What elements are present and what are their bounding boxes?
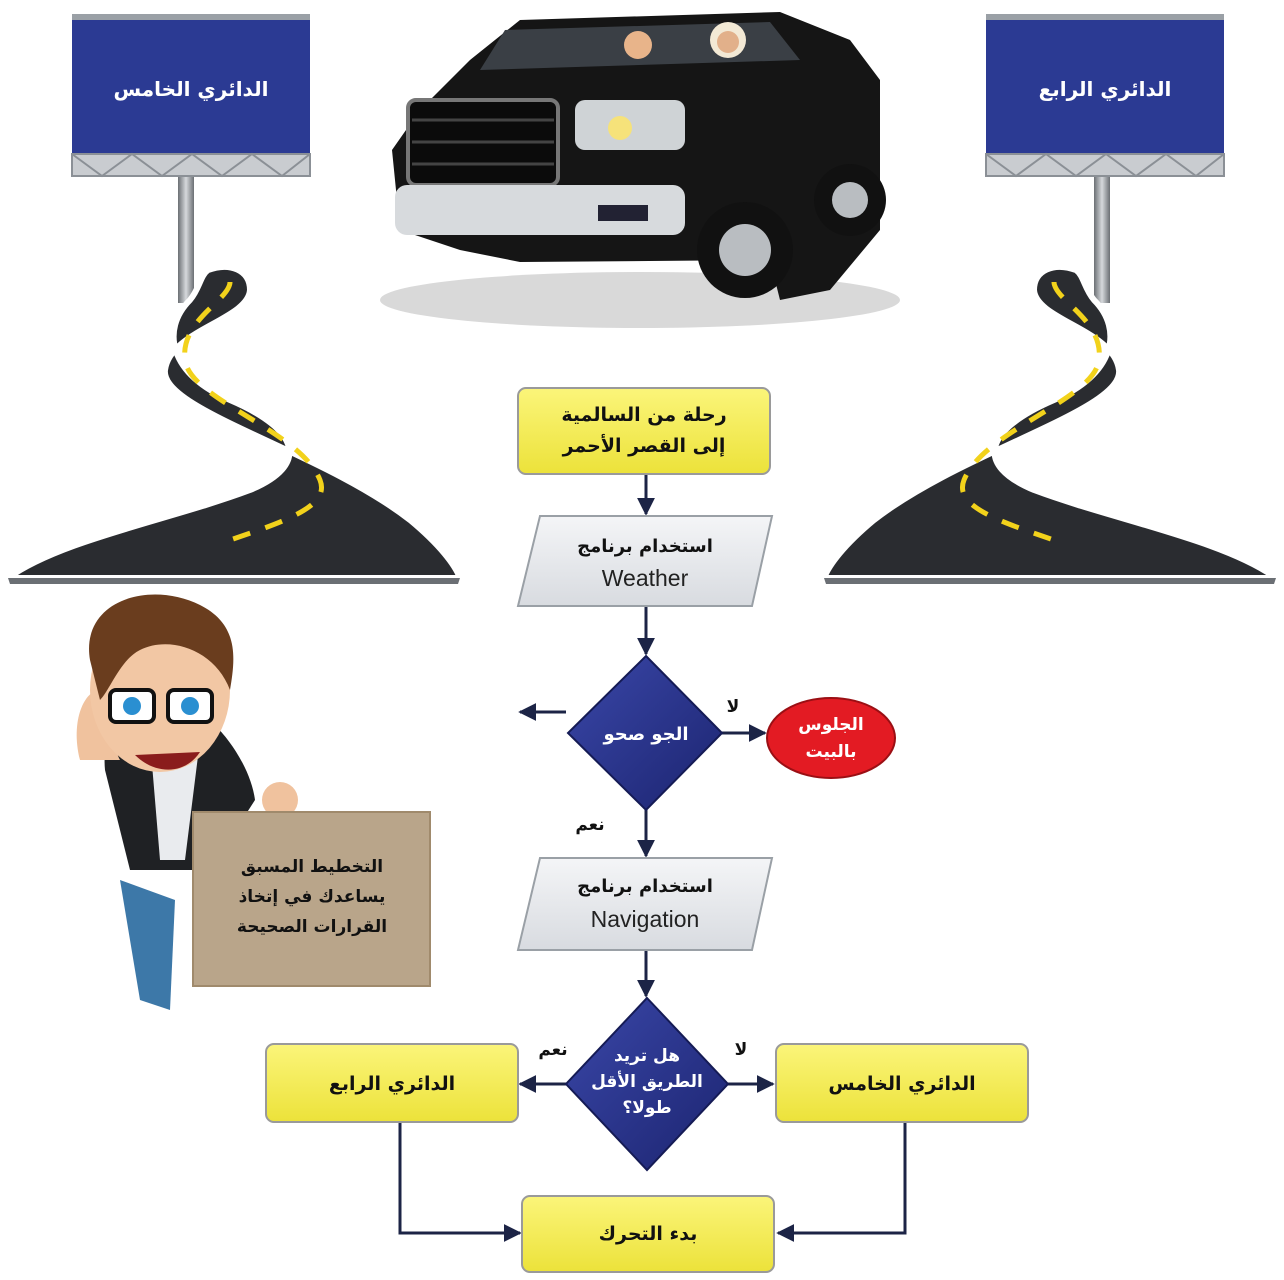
navigation-io-box: استخدام برنامج Navigation <box>516 857 774 951</box>
route-yes-label: نعم <box>538 1040 567 1060</box>
billboard-pole <box>1094 175 1110 303</box>
route-line3: طولا؟ <box>622 1098 671 1118</box>
route-no-label: لا <box>735 1040 748 1060</box>
fourth-ring-box: الدائري الرابع <box>265 1043 519 1123</box>
route-decision-diamond: هل تريد الطريق الأقل طولا؟ <box>564 996 730 1172</box>
navigation-line1: استخدام برنامج <box>577 876 713 897</box>
fifth-ring-text: الدائري الخامس <box>828 1073 975 1096</box>
sign-line1: التخطيط المسبق <box>241 857 383 877</box>
truck-bumper <box>395 185 685 235</box>
pickup-truck-illustration <box>380 12 900 328</box>
fourth-ring-text: الدائري الرابع <box>329 1073 455 1096</box>
connector-fourth-to-start <box>398 1122 522 1242</box>
navigation-line2: Navigation <box>591 906 700 932</box>
flow-connectors <box>518 474 767 998</box>
character-illustration <box>76 594 298 1010</box>
start-moving-text: بدء التحرك <box>599 1223 698 1245</box>
route-line1: هل تريد <box>614 1046 680 1066</box>
fifth-ring-box: الدائري الخامس <box>775 1043 1029 1123</box>
weather-decision-text: الجو صحو <box>602 724 688 745</box>
sign-line3: القرارات الصحيحة <box>237 917 387 937</box>
start-line2: إلى القصر الأحمر <box>562 434 726 457</box>
billboard-panel <box>72 20 310 154</box>
advice-sign: التخطيط المسبق يساعدك في إتخاذ القرارات … <box>192 811 431 987</box>
weather-line2: Weather <box>602 565 689 591</box>
connector-fifth-to-start <box>776 1122 907 1242</box>
route-line2: الطريق الأقل <box>591 1071 703 1092</box>
right-billboard: الدائري الرابع <box>985 14 1225 303</box>
billboard-left-text: الدائري الخامس <box>114 77 269 102</box>
start-line1: رحلة من السالمية <box>561 404 726 426</box>
left-road-illustration <box>0 263 465 584</box>
weather-line1: استخدام برنامج <box>577 536 713 557</box>
sign-line2: يساعدك في إتخاذ <box>239 887 386 907</box>
billboard-top-rail <box>72 14 310 20</box>
weather-no-label: لا <box>727 697 740 717</box>
stay-home-terminal: الجلوس بالبيت <box>766 697 896 779</box>
left-billboard: الدائري الخامس <box>71 14 311 303</box>
sign-board <box>192 811 431 987</box>
start-box: رحلة من السالمية إلى القصر الأحمر <box>517 387 771 475</box>
billboard-right-text: الدائري الرابع <box>1039 77 1172 102</box>
weather-decision-diamond: الجو صحو <box>566 654 724 812</box>
weather-io-box: استخدام برنامج Weather <box>516 515 774 607</box>
billboard-pole <box>178 175 194 303</box>
route-connectors <box>398 1075 907 1242</box>
stay-home-line2: بالبيت <box>805 742 856 762</box>
billboard-top-rail <box>986 14 1224 20</box>
right-road-illustration <box>819 263 1284 584</box>
start-moving-box: بدء التحرك <box>521 1195 775 1273</box>
stay-home-line1: الجلوس <box>798 715 864 735</box>
weather-yes-label: نعم <box>575 815 604 835</box>
billboard-panel <box>986 20 1224 154</box>
